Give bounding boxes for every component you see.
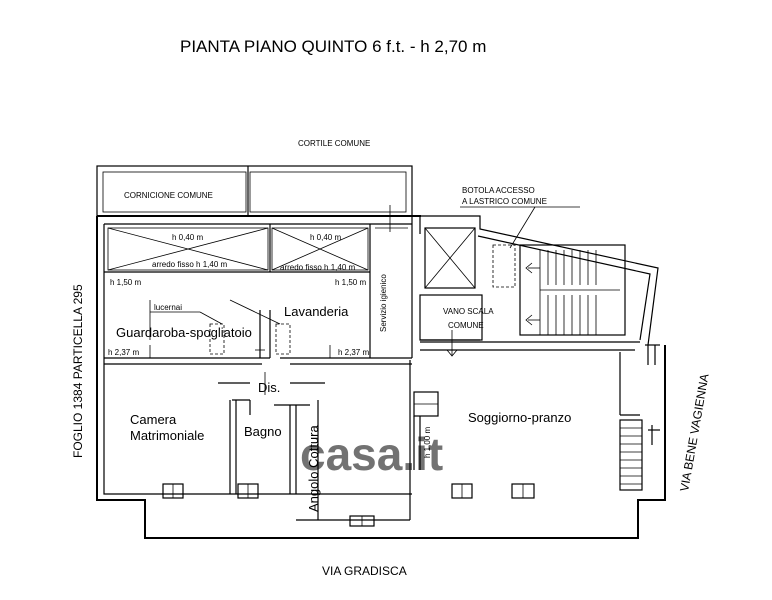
room-guardaroba: Guardaroba-spogliatoio (116, 325, 252, 340)
botola-leader (460, 206, 580, 288)
foglio-label: FOGLIO 1384 PARTICELLA 295 (71, 284, 85, 458)
mid-walls (104, 310, 640, 365)
soggiorno-area (413, 352, 640, 470)
h237-right-label: h 2,37 m (338, 348, 369, 357)
lucernai-skylights (149, 299, 291, 355)
room-dis: Dis. (258, 380, 280, 395)
h150-left-label: h 1,50 m (110, 278, 141, 287)
h040-left-label: h 0,40 m (172, 233, 203, 242)
attic-partitions (104, 205, 413, 358)
cortile-label: CORTILE COMUNE (298, 139, 370, 148)
botola-label-line1: BOTOLA ACCESSO (462, 186, 535, 195)
vano-scala (419, 227, 483, 357)
bottom-windows (162, 483, 535, 527)
room-soggiorno: Soggiorno-pranzo (468, 410, 571, 425)
room-lavanderia: Lavanderia (284, 304, 349, 319)
vano-label-line2: COMUNE (448, 321, 484, 330)
cornicione-label: CORNICIONE COMUNE (124, 191, 213, 200)
h150-right-label: h 1,50 m (335, 278, 366, 287)
disimpegno (218, 372, 325, 395)
room-camera-line2: Matrimoniale (130, 428, 204, 443)
servizio-label: Servizio igienico (379, 274, 388, 332)
lower-partitions (229, 360, 411, 521)
arredo-right-label: arredo fisso h 1,40 m (280, 263, 355, 272)
street-via-gradisca: VIA GRADISCA (322, 564, 407, 578)
lucernai-label: lucernai (154, 303, 182, 312)
room-bagno: Bagno (244, 424, 282, 439)
watermark-logo: casa.it (300, 428, 443, 480)
side-stair (619, 344, 660, 491)
room-camera-line1: Camera (130, 412, 177, 427)
room-angolo-cottura: Angolo Cottura (306, 425, 321, 512)
outer-walls (96, 215, 666, 539)
h237-left-label: h 2,37 m (108, 348, 139, 357)
main-stair (519, 244, 626, 336)
h040-right-label: h 0,40 m (310, 233, 341, 242)
street-via-bene-vagienna: VIA BENE VAGIENNA (677, 373, 711, 493)
h100-label: h 1,00 m (423, 427, 432, 458)
vano-label-line1: VANO SCALA (443, 307, 494, 316)
arredo-left-label: arredo fisso h 1,40 m (152, 260, 227, 269)
plan-title: PIANTA PIANO QUINTO 6 f.t. - h 2,70 m (180, 37, 486, 56)
botola-label-line2: A LASTRICO COMUNE (462, 197, 547, 206)
